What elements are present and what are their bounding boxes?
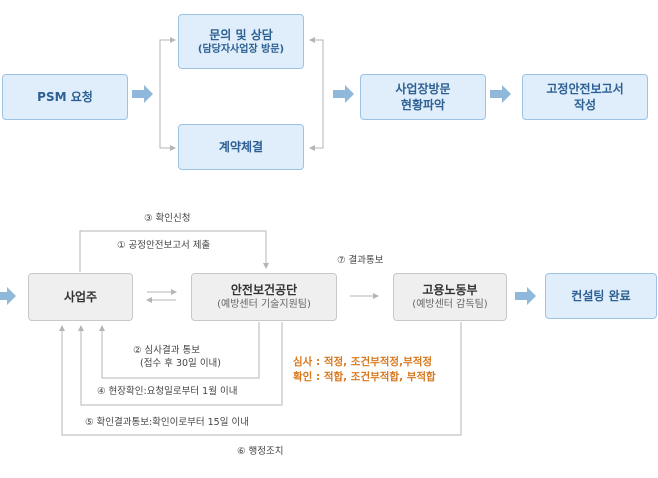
inquiry-box: 문의 및 상담 (담당자사업장 방문) (178, 14, 304, 69)
step2-label: ② 심사결과 통보 (133, 345, 200, 356)
kosha-box: 안전보건공단 (예방센터 기술지원팀) (191, 273, 337, 321)
inquiry-sublabel: (담당자사업장 방문) (197, 43, 285, 55)
report-label-2: 작성 (573, 98, 597, 112)
step5-label: ⑤ 확인결과통보:확인이로부터 15일 이내 (85, 417, 249, 428)
ministry-sublabel: (예방센터 감독팀) (412, 299, 488, 310)
bracket-left (159, 39, 176, 151)
step7-label: ⑦ 결과통보 (337, 255, 384, 266)
review-note: 심사 : 적정, 조건부적정,부적정 (293, 356, 433, 368)
blue-arrow (132, 85, 153, 103)
employer-label: 사업주 (63, 290, 98, 304)
path-step2 (99, 322, 260, 379)
report-label: 고정안전보고서 (546, 82, 624, 96)
bracket-right (309, 39, 324, 151)
contract-label: 계약체결 (218, 140, 264, 154)
site-visit-label-2: 현황파악 (400, 98, 446, 112)
site-visit-box: 사업장방문 현황파악 (360, 74, 486, 120)
path-step4 (78, 322, 283, 406)
site-visit-label: 사업장방문 (395, 82, 451, 96)
complete-box: 컨설팅 완료 (545, 273, 657, 319)
complete-label: 컨설팅 완료 (571, 289, 631, 303)
blue-arrow (0, 287, 16, 305)
step4-label: ④ 현장확인:요청일로부터 1월 이내 (97, 386, 238, 397)
blue-arrow (490, 85, 511, 103)
ministry-box: 고용노동부 (예방센터 감독팀) (393, 273, 507, 321)
inquiry-label: 문의 및 상담 (209, 27, 273, 42)
kosha-label: 안전보건공단 (230, 283, 298, 297)
psm-request-label: PSM 요청 (37, 90, 93, 104)
blue-arrow (515, 287, 536, 305)
path-step5 (59, 322, 462, 436)
step2-sublabel: (접수 후 30일 이내) (140, 358, 222, 369)
confirm-note: 확인 : 적합, 조건부적합, 부적합 (293, 371, 436, 383)
step6-label: ⑥ 행정조치 (237, 446, 284, 457)
employer-box: 사업주 (28, 273, 133, 321)
ministry-label: 고용노동부 (422, 283, 478, 297)
kosha-sublabel: (예방센터 기술지원팀) (217, 299, 311, 310)
path-step3 (79, 230, 269, 272)
contract-box: 계약체결 (178, 124, 304, 170)
step1-label: ① 공정안전보고서 제출 (117, 240, 211, 251)
step3-label: ③ 확인신청 (144, 213, 191, 224)
psm-request-box: PSM 요청 (2, 74, 128, 120)
blue-arrow (333, 85, 354, 103)
report-box: 고정안전보고서 작성 (522, 74, 648, 120)
